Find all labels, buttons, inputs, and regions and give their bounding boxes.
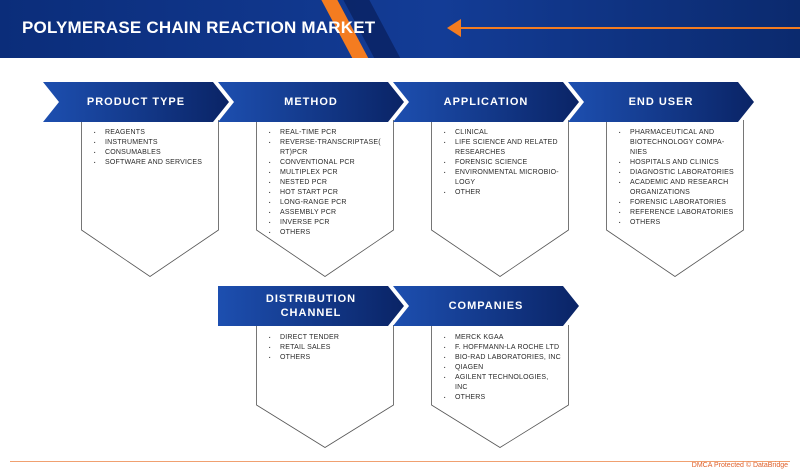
- product-type-label: PRODUCT TYPE: [86, 96, 186, 108]
- list-item: NESTED PCR: [266, 178, 386, 188]
- list-item: RETAIL SALES: [266, 343, 386, 353]
- list-item: CONSUMABLES: [91, 148, 211, 158]
- end-user-chevron: [568, 82, 754, 122]
- product-type-card: REAGENTSINSTRUMENTSCONSUMABLESSOFTWARE A…: [81, 120, 219, 277]
- list-item: AGILENT TECHNOLOGIES, INC: [441, 373, 561, 393]
- list-item: ENVIRONMENTAL MICROBIO- LOGY: [441, 168, 561, 188]
- list-item: INVERSE PCR: [266, 218, 386, 228]
- end-user-label: END USER: [628, 96, 694, 108]
- companies-list: MERCK KGAAF. HOFFMANN-LA ROCHE LTDBIO-RA…: [441, 333, 561, 403]
- list-item: REFERENCE LABORATORIES: [616, 208, 736, 218]
- arrow-left-icon: [447, 19, 461, 37]
- list-item: ASSEMBLY PCR: [266, 208, 386, 218]
- list-item: DIRECT TENDER: [266, 333, 386, 343]
- list-item: FORENSIC SCIENCE: [441, 158, 561, 168]
- list-item: CONVENTIONAL PCR: [266, 158, 386, 168]
- list-item: F. HOFFMANN-LA ROCHE LTD: [441, 343, 561, 353]
- application-card: CLINICALLIFE SCIENCE AND RELATED RESEARC…: [431, 120, 569, 277]
- list-item: OTHERS: [266, 228, 386, 238]
- list-item: REVERSE-TRANSCRIPTASE( RT)PCR: [266, 138, 386, 158]
- companies-chevron: [393, 286, 579, 326]
- footer-divider: [10, 461, 790, 462]
- list-item: HOT START PCR: [266, 188, 386, 198]
- application-chevron: [393, 82, 579, 122]
- list-item: PHARMACEUTICAL AND BIOTECHNOLOGY COMPA- …: [616, 128, 736, 158]
- end-user-list: PHARMACEUTICAL AND BIOTECHNOLOGY COMPA- …: [616, 128, 736, 228]
- application-list: CLINICALLIFE SCIENCE AND RELATED RESEARC…: [441, 128, 561, 198]
- list-item: CLINICAL: [441, 128, 561, 138]
- list-item: LONG-RANGE PCR: [266, 198, 386, 208]
- method-card: REAL-TIME PCRREVERSE-TRANSCRIPTASE( RT)P…: [256, 120, 394, 277]
- companies-card: MERCK KGAAF. HOFFMANN-LA ROCHE LTDBIO-RA…: [431, 325, 569, 448]
- list-item: BIO-RAD LABORATORIES, INC: [441, 353, 561, 363]
- list-item: LIFE SCIENCE AND RELATED RESEARCHES: [441, 138, 561, 158]
- list-item: ACADEMIC AND RESEARCH ORGANIZATIONS: [616, 178, 736, 198]
- list-item: INSTRUMENTS: [91, 138, 211, 148]
- list-item: OTHERS: [616, 218, 736, 228]
- distribution-channel-chevron: [218, 286, 404, 326]
- method-list: REAL-TIME PCRREVERSE-TRANSCRIPTASE( RT)P…: [266, 128, 386, 238]
- list-item: OTHERS: [266, 353, 386, 363]
- distribution-channel-card: DIRECT TENDERRETAIL SALESOTHERS: [256, 325, 394, 448]
- header-banner: POLYMERASE CHAIN REACTION MARKET: [0, 0, 800, 58]
- list-item: FORENSIC LABORATORIES: [616, 198, 736, 208]
- method-chevron: [218, 82, 404, 122]
- list-item: DIAGNOSTIC LABORATORIES: [616, 168, 736, 178]
- distribution-channel-label: DISTRIBUTION CHANNEL: [265, 293, 357, 319]
- product-type-chevron: [43, 82, 229, 122]
- method-label: METHOD: [284, 96, 338, 108]
- accent-line: [460, 27, 800, 29]
- product-type-list: REAGENTSINSTRUMENTSCONSUMABLESSOFTWARE A…: [91, 128, 211, 168]
- list-item: MERCK KGAA: [441, 333, 561, 343]
- list-item: OTHER: [441, 188, 561, 198]
- list-item: REAGENTS: [91, 128, 211, 138]
- list-item: QIAGEN: [441, 363, 561, 373]
- end-user-card: PHARMACEUTICAL AND BIOTECHNOLOGY COMPA- …: [606, 120, 744, 277]
- list-item: MULTIPLEX PCR: [266, 168, 386, 178]
- list-item: SOFTWARE AND SERVICES: [91, 158, 211, 168]
- page-title: POLYMERASE CHAIN REACTION MARKET: [22, 18, 376, 37]
- list-item: REAL-TIME PCR: [266, 128, 386, 138]
- distribution-channel-list: DIRECT TENDERRETAIL SALESOTHERS: [266, 333, 386, 363]
- list-item: HOSPITALS AND CLINICS: [616, 158, 736, 168]
- application-label: APPLICATION: [443, 96, 529, 108]
- footer-credit: DMCA Protected © DataBridge: [691, 462, 788, 469]
- list-item: OTHERS: [441, 393, 561, 403]
- companies-label: COMPANIES: [448, 300, 524, 312]
